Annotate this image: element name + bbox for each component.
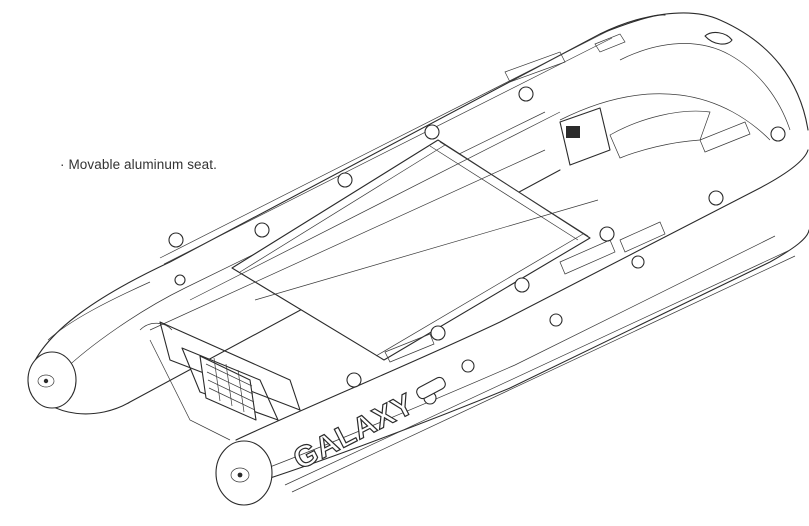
left-fittings [168,86,534,286]
side-grab-handle [416,376,446,400]
transom [139,321,301,441]
seat-caption: · Movable aluminum seat. [60,157,217,172]
right-fittings [346,126,786,405]
movable-aluminum-seat [149,111,599,361]
transom-grid-plate [199,355,257,421]
right-tube-endcap [215,440,273,506]
side-pads [384,33,751,363]
bow [559,12,809,159]
bow-handle [704,31,733,45]
right-tube [215,149,809,506]
left-tube-endcap [27,351,77,409]
bow-bench [559,107,611,166]
